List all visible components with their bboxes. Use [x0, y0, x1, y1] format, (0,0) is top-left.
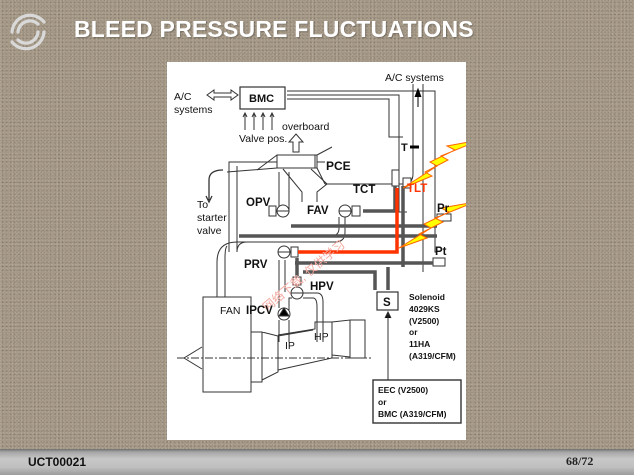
label-solenoid-1: Solenoid [409, 292, 445, 302]
label-fan: FAN [220, 305, 240, 317]
label-hp: HP [314, 331, 329, 343]
label-ip: IP [285, 340, 295, 352]
label-tlt: TLT [407, 183, 427, 195]
label-t: T [401, 142, 408, 154]
label-solenoid-2: 4029KS [409, 304, 440, 314]
label-ipcv: IPCV [246, 305, 273, 317]
label-solenoid-4: or [409, 327, 418, 337]
label-hpv: HPV [310, 281, 334, 293]
label-solenoid-3: (V2500) [409, 316, 439, 326]
eec-box [372, 379, 462, 424]
bidirectional-arrow-icon [206, 89, 239, 101]
company-swirl-logo-icon [10, 13, 46, 51]
valve-position-arrows [242, 111, 275, 130]
label-fav: FAV [307, 205, 329, 217]
pce-body [276, 154, 318, 169]
label-ac-systems-top: A/C systems [385, 72, 444, 84]
ipcv-triangle [278, 307, 290, 317]
bmc-box [239, 86, 286, 110]
label-pr: Pr [437, 203, 450, 215]
label-to-starter-3: valve [197, 225, 222, 237]
label-pce: PCE [326, 159, 351, 173]
footer-bar: UCT00021 68/72 [0, 449, 634, 475]
label-eec-3: BMC (A319/CFM) [378, 409, 447, 419]
label-valve-pos: Valve pos. [239, 133, 287, 145]
label-ac-systems-left: A/C [174, 91, 192, 103]
label-opv: OPV [246, 197, 271, 209]
pt-sensor [432, 257, 446, 267]
label-prv: PRV [244, 259, 268, 271]
lightning-bolt-icon [402, 142, 466, 189]
label-to-starter-2: starter [197, 212, 227, 224]
slide-title: BLEED PRESSURE FLUCTUATIONS [74, 16, 474, 42]
solenoid-box [376, 291, 399, 311]
document-id: UCT00021 [28, 455, 87, 469]
label-to-starter-1: To [197, 199, 208, 211]
label-tct: TCT [353, 184, 375, 196]
label-eec-2: or [378, 397, 387, 407]
label-overboard: overboard [282, 121, 329, 133]
overboard-arrow-icon [287, 133, 305, 153]
label-ac-systems-left-2: systems [174, 104, 213, 116]
label-bmc: BMC [249, 93, 274, 105]
bleed-system-diagram: 网络下载, 仅供学习 A/C systems BMC Valve pos. A/… [167, 62, 466, 440]
page-number: 68/72 [566, 454, 594, 468]
engine-fan-casing [202, 296, 252, 393]
label-solenoid-6: (A319/CFM) [409, 351, 456, 361]
label-pt: Pt [435, 246, 447, 258]
label-solenoid-5: 11HA [409, 339, 430, 349]
tlt-highlight-line [298, 188, 399, 254]
watermark-text: 网络下载, 仅供学习 [259, 237, 347, 314]
up-arrow-icon [414, 87, 422, 107]
label-s: S [383, 297, 391, 309]
label-eec-1: EEC (V2500) [378, 385, 428, 395]
lightning-bolt-icon [398, 203, 466, 249]
